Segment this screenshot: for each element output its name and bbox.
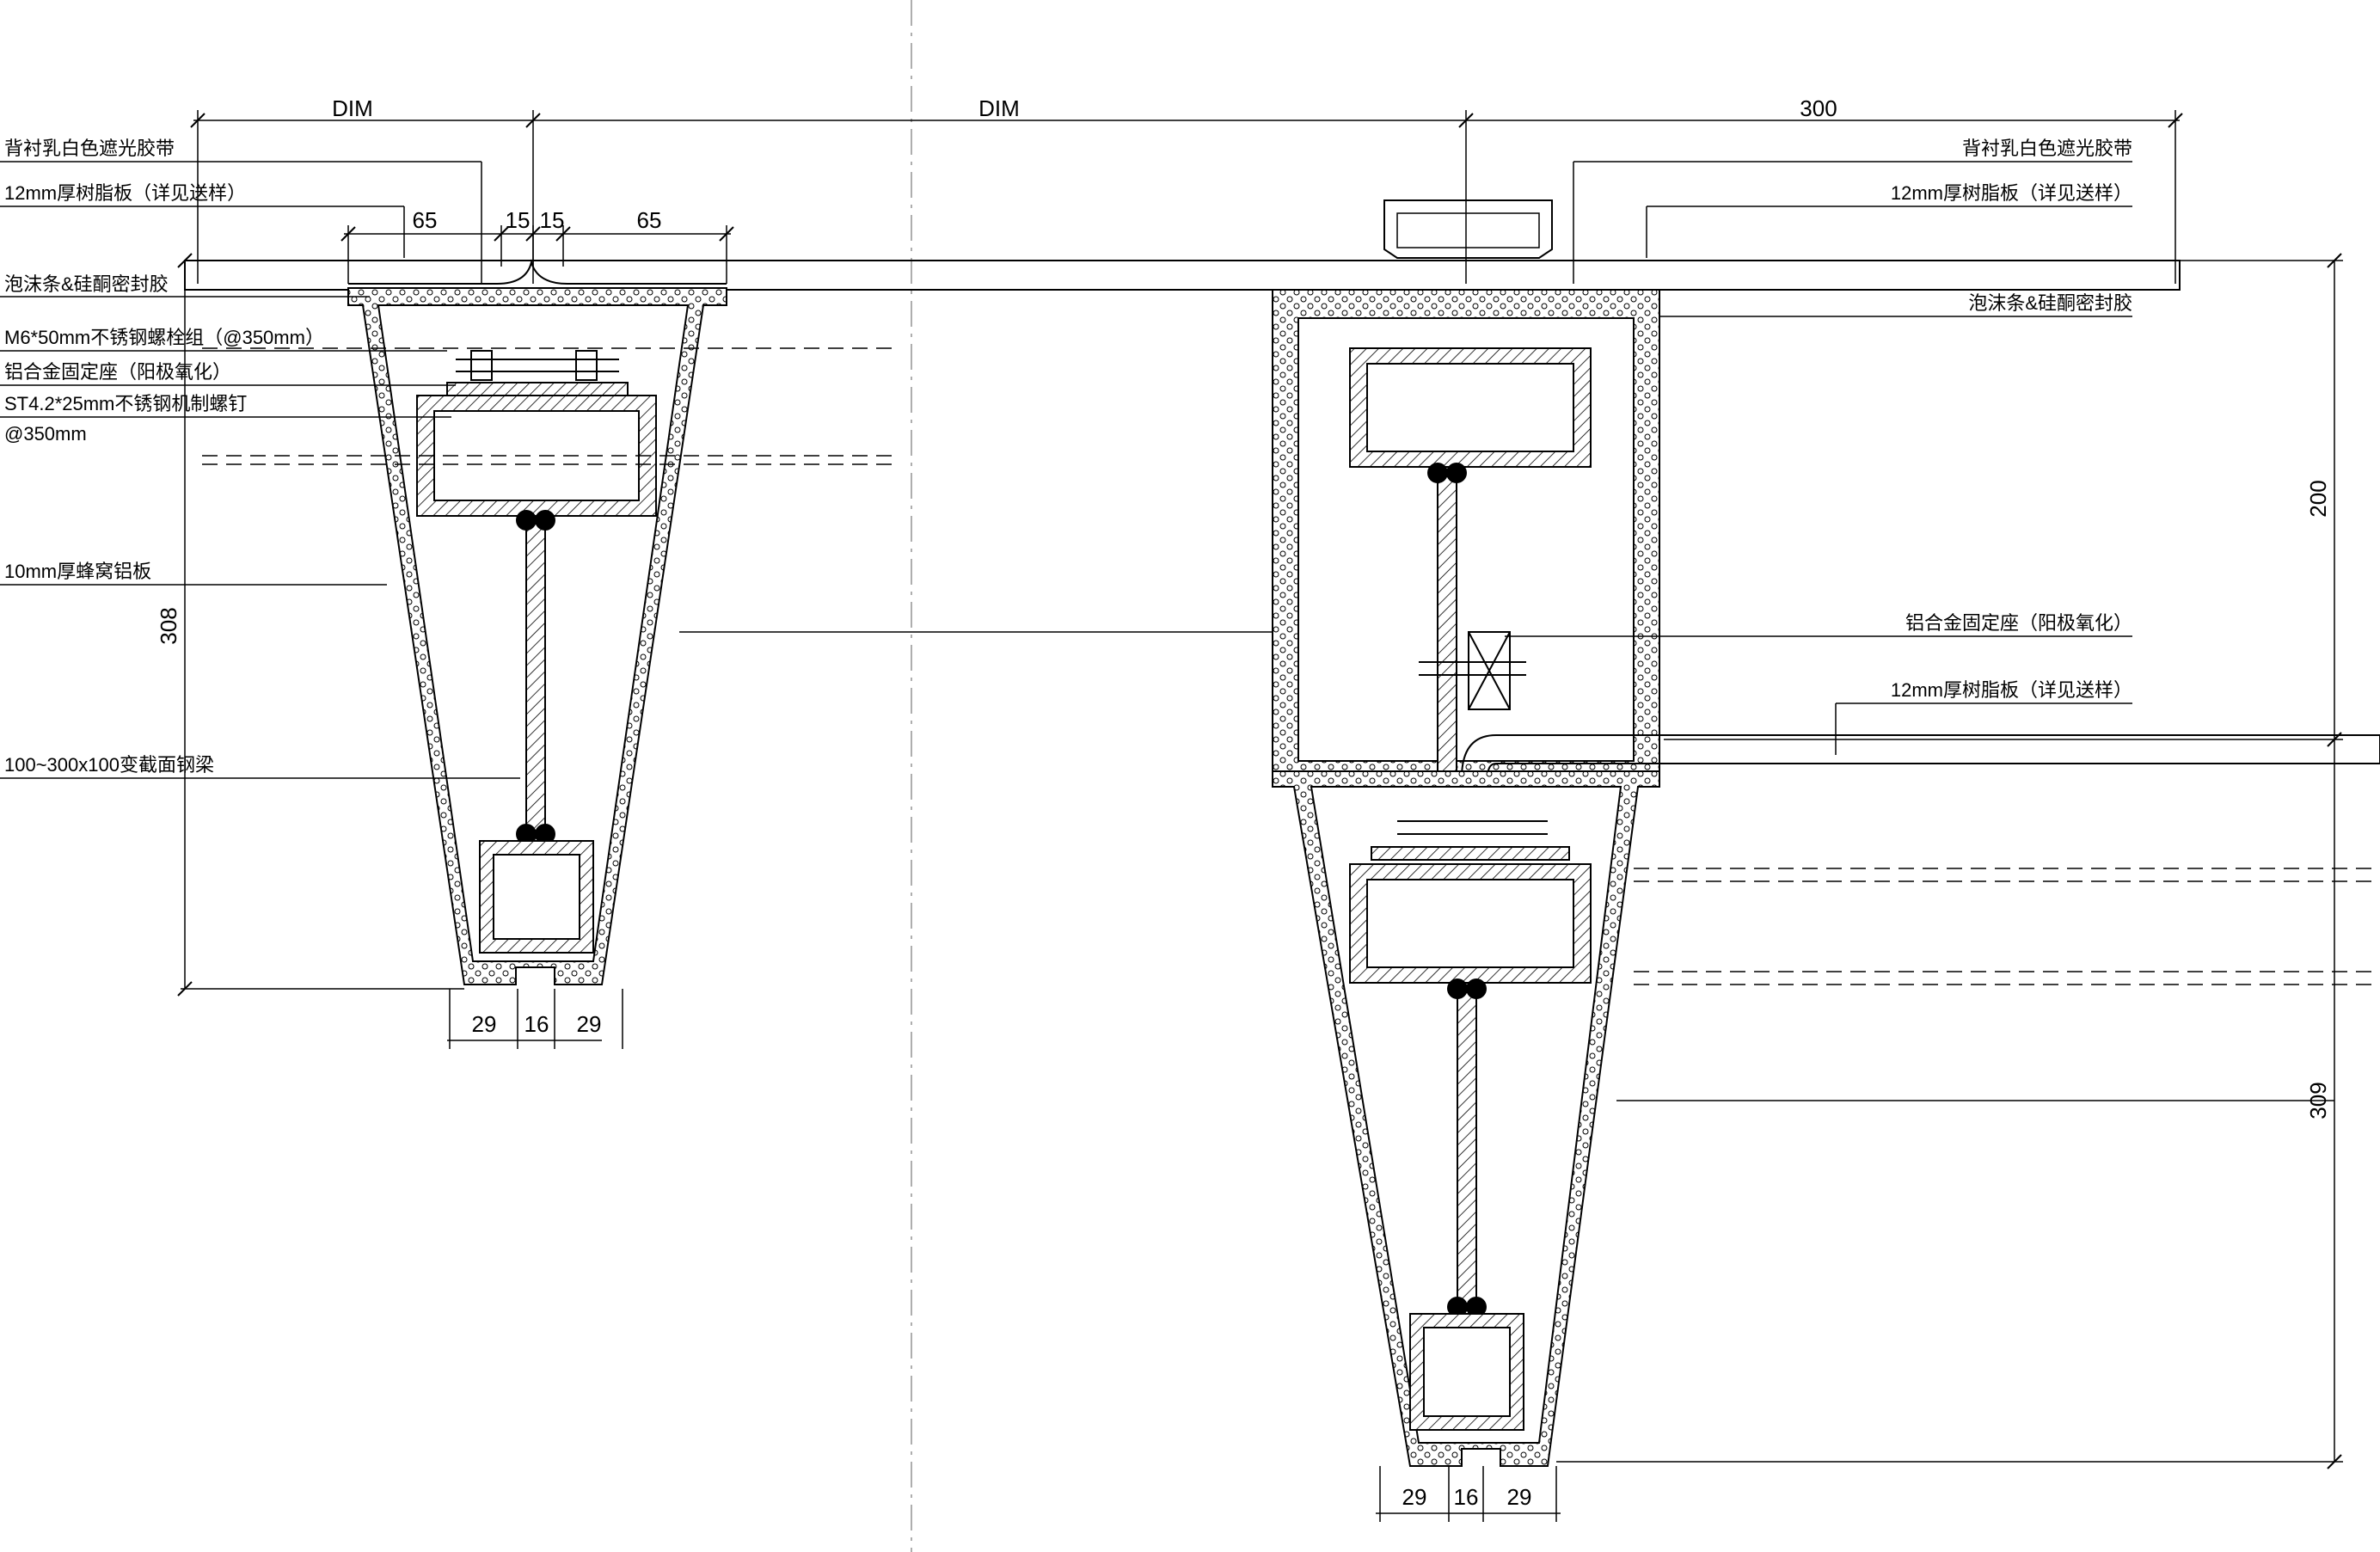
label-right-seat: 铝合金固定座（阳极氧化） <box>1905 612 2132 634</box>
right-annotation-labels: 背衬乳白色遮光胶带 12mm厚树脂板（详见送样） 泡沫条&硅酮密封胶 铝合金固定… <box>1891 138 2132 701</box>
dim-left-29a: 29 <box>472 1011 497 1037</box>
label-right-resin-2: 12mm厚树脂板（详见送样） <box>1891 679 2132 701</box>
left-leader-lines <box>0 161 1281 779</box>
dim-right-300: 300 <box>1800 95 1837 121</box>
label-left-tape: 背衬乳白色遮光胶带 <box>4 138 175 159</box>
dim-right-29a: 29 <box>1402 1484 1427 1510</box>
dim-right-29b: 29 <box>1507 1484 1532 1510</box>
dim-right-16: 16 <box>1454 1484 1479 1510</box>
left-section-detail: 65 15 15 65 308 <box>156 207 2181 1049</box>
label-right-tape: 背衬乳白色遮光胶带 <box>1962 138 2132 159</box>
dim-right-200: 200 <box>2305 480 2331 517</box>
label-left-seat: 铝合金固定座（阳极氧化） <box>4 361 231 383</box>
left-annotation-labels: 背衬乳白色遮光胶带 12mm厚树脂板（详见送样） 泡沫条&硅酮密封胶 M6*50… <box>4 138 324 776</box>
label-left-screw: ST4.2*25mm不锈钢机制螺钉 <box>4 393 247 414</box>
dim-left-16: 16 <box>524 1011 549 1037</box>
dim-left-dim: DIM <box>332 95 373 121</box>
top-dimension-chain: DIM DIM 300 <box>190 95 2183 284</box>
label-left-foam: 泡沫条&硅酮密封胶 <box>4 273 169 295</box>
dim-left-29b: 29 <box>577 1011 602 1037</box>
dim-left-65a: 65 <box>413 207 438 233</box>
dim-mid-dim: DIM <box>978 95 1020 121</box>
label-left-beam: 100~300x100变截面钢梁 <box>4 754 214 776</box>
label-left-honeycomb: 10mm厚蜂窝铝板 <box>4 561 151 582</box>
right-section-detail: 200 309 29 16 29 <box>1272 199 2380 1522</box>
label-left-resin: 12mm厚树脂板（详见送样） <box>4 182 246 204</box>
dim-left-15b: 15 <box>540 207 565 233</box>
left-steel-web <box>525 515 546 842</box>
label-left-spacing: @350mm <box>4 423 87 445</box>
label-right-foam: 泡沫条&硅酮密封胶 <box>1968 292 2132 314</box>
label-left-bolt: M6*50mm不锈钢螺栓组（@350mm） <box>4 327 324 348</box>
label-right-resin: 12mm厚树脂板（详见送样） <box>1891 182 2132 204</box>
dim-left-308: 308 <box>156 607 181 644</box>
dim-left-15a: 15 <box>506 207 531 233</box>
right-leader-lines <box>1505 161 2132 755</box>
dim-left-65b: 65 <box>637 207 662 233</box>
